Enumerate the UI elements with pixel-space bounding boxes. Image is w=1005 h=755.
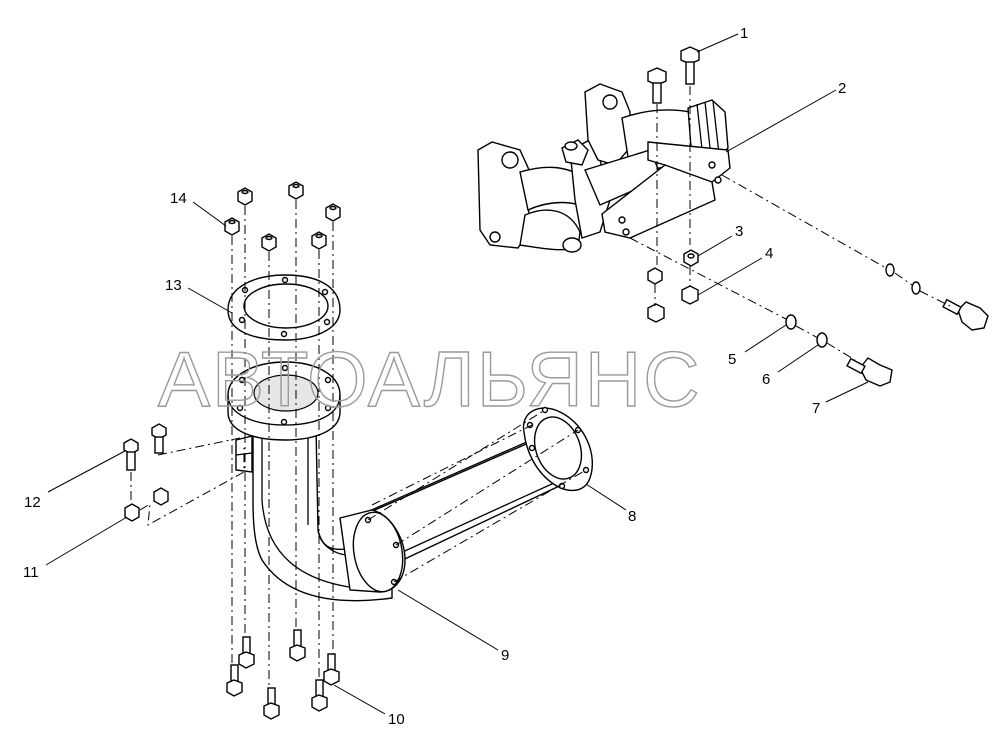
nut-11 [124, 487, 169, 522]
callout-4: 4 [697, 245, 773, 296]
nut-14 [224, 181, 341, 252]
washer-5 [785, 263, 895, 330]
callout-2: 2 [725, 80, 846, 153]
callout-1: 1 [696, 25, 748, 53]
nut-3 [647, 249, 699, 285]
callout-14: 14 [170, 190, 227, 227]
washer-6 [816, 281, 921, 348]
callout-label: 9 [501, 647, 509, 664]
callout-5: 5 [728, 324, 787, 368]
gasket-13 [227, 274, 341, 341]
callout-8: 8 [585, 483, 636, 525]
bolt-12 [123, 423, 167, 471]
callout-label: 14 [170, 190, 187, 207]
gasket-8 [522, 406, 594, 492]
watermark-text: АВТОАЛЬЯНС [158, 335, 702, 423]
callout-label: 2 [838, 80, 846, 97]
bolt-7 [846, 298, 989, 387]
callout-12: 12 [24, 450, 126, 511]
callout-11: 11 [23, 516, 128, 581]
callout-label: 3 [735, 223, 743, 240]
callout-label: 4 [765, 245, 773, 262]
callout-7: 7 [812, 381, 869, 417]
callout-6: 6 [762, 344, 819, 388]
callout-10: 10 [333, 684, 405, 728]
bolt-1 [647, 46, 700, 104]
callout-13: 13 [165, 277, 233, 314]
callout-label: 7 [812, 400, 820, 417]
callout-9: 9 [397, 589, 509, 664]
callout-label: 1 [740, 25, 748, 42]
exhaust-manifold [477, 83, 731, 253]
callout-label: 8 [628, 508, 636, 525]
bolt-10 [226, 629, 340, 720]
callout-label: 10 [388, 711, 405, 728]
callout-label: 12 [24, 494, 41, 511]
callout-label: 13 [165, 277, 182, 294]
callout-3: 3 [697, 223, 743, 257]
callout-label: 11 [23, 564, 39, 581]
callout-label: 5 [728, 351, 736, 368]
callout-label: 6 [762, 371, 770, 388]
